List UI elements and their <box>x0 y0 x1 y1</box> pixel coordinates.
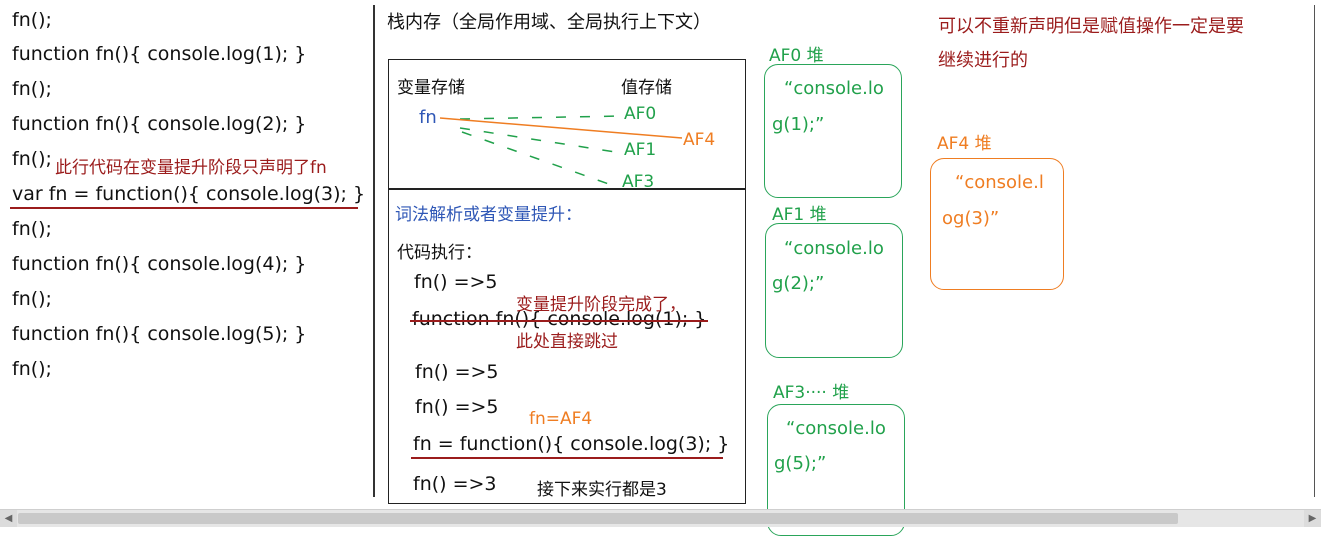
heap-af4-title: AF4 堆 <box>937 134 992 154</box>
code-line-7: fn(); <box>12 218 52 240</box>
heap-af4-box <box>930 158 1064 290</box>
fn-to-af3-line <box>461 131 621 189</box>
note-line-2: 继续进行的 <box>938 50 1028 71</box>
value-store-label: 值存储 <box>621 78 672 98</box>
heap-af1-box <box>765 223 903 358</box>
value-af3: AF3 <box>622 172 655 192</box>
strikethrough-line <box>410 320 708 322</box>
var-store-label: 变量存储 <box>397 78 465 98</box>
scroll-left-arrow-icon[interactable]: ◀ <box>0 510 17 527</box>
note-line-1: 可以不重新声明但是赋值操作一定是要 <box>938 16 1244 37</box>
exec-line-1: fn() =>5 <box>414 271 498 293</box>
code-line-5: fn(); <box>12 148 52 170</box>
fn-to-af4-line <box>439 117 683 139</box>
fn-variable: fn <box>419 107 437 128</box>
code-line-6: var fn = function(){ console.log(3); } <box>12 183 366 205</box>
fn-to-af1-line <box>459 127 623 154</box>
hoist-done-note-2: 此处直接跳过 <box>516 332 618 352</box>
code-line-9: fn(); <box>12 288 52 310</box>
fn-af4-note: fn=AF4 <box>529 409 593 429</box>
code-line-10: function fn(){ console.log(5); } <box>12 323 307 345</box>
code-line-1: fn(); <box>12 9 52 31</box>
hoist-done-note-1: 变量提升阶段完成了， <box>516 295 686 315</box>
code-line-8: function fn(){ console.log(4); } <box>12 253 307 275</box>
heap-af0-content-2: g(1);” <box>772 114 825 135</box>
exec-line-5-underline <box>411 457 723 459</box>
code-line-4: function fn(){ console.log(2); } <box>12 113 307 135</box>
following-note: 接下来实行都是3 <box>537 480 667 500</box>
right-edge-line <box>1314 5 1315 497</box>
heap-af1-content-2: g(2);” <box>772 273 825 294</box>
heap-af3-content-2: g(5);” <box>774 453 827 474</box>
scrollbar-thumb[interactable] <box>18 513 1178 524</box>
heap-af4-content-2: og(3)” <box>942 208 1000 229</box>
stack-memory-box <box>388 59 746 504</box>
code-line-3: fn(); <box>12 78 52 100</box>
exec-line-3: fn() =>5 <box>415 361 499 383</box>
heap-af0-box <box>764 64 902 198</box>
exec-line-5: fn = function(){ console.log(3); } <box>413 433 730 455</box>
exec-line-4: fn() =>5 <box>415 396 499 418</box>
scroll-right-arrow-icon[interactable]: ▶ <box>1304 510 1321 527</box>
heap-af0-title: AF0 堆 <box>769 46 824 66</box>
heap-af3-content-1: “console.lo <box>786 418 886 439</box>
hoisting-label: 词法解析或者变量提升： <box>395 205 582 225</box>
code-line-2: function fn(){ console.log(1); } <box>12 43 307 65</box>
code-line-11: fn(); <box>12 358 52 380</box>
fn-to-af0-line <box>459 115 623 120</box>
heap-af1-title: AF1 堆 <box>772 205 827 225</box>
stack-memory-title: 栈内存（全局作用域、全局执行上下文） <box>387 12 711 33</box>
annotation-declared-only: 此行代码在变量提升阶段只声明了fn <box>55 158 327 178</box>
code-exec-label: 代码执行： <box>397 243 482 263</box>
stack-box-divider <box>389 188 745 190</box>
exec-line-2-skipped: function fn(){ console.log(1); } <box>412 308 707 330</box>
heap-af3-title: AF3···· 堆 <box>773 383 850 403</box>
value-af0: AF0 <box>624 104 657 124</box>
column-divider <box>373 5 375 497</box>
value-af1: AF1 <box>624 140 657 160</box>
exec-line-6: fn() =>3 <box>413 473 497 495</box>
value-af4: AF4 <box>683 130 716 150</box>
heap-af4-content-1: “console.l <box>955 172 1044 193</box>
heap-af0-content-1: “console.lo <box>784 78 884 99</box>
heap-af1-content-1: “console.lo <box>784 238 884 259</box>
code-line-6-underline <box>10 207 358 209</box>
horizontal-scrollbar[interactable]: ◀ ▶ <box>0 509 1321 527</box>
